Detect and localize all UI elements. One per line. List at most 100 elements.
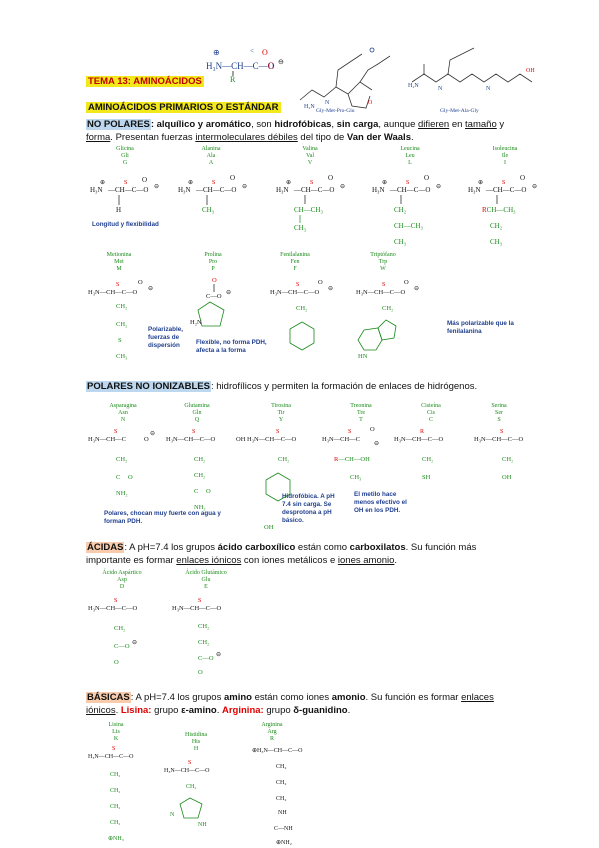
triptofano-structure: H₃N—CH—C—OS O⊖ CH₂ HN	[356, 279, 419, 360]
svg-text:S: S	[188, 760, 191, 766]
svg-text:CH₂: CH₂	[276, 796, 286, 802]
note-metionina: Polarizable, fuerzas de dispersión	[148, 326, 183, 349]
note-prolina: Flexible, no forma PDH, afecta a la form…	[196, 339, 267, 354]
svg-text:R: R	[420, 429, 424, 435]
glutamico-structure: H₃N—CH—C—OS CH₂ CH₂ C—O⊖ O	[172, 598, 222, 676]
svg-text:CH₂: CH₂	[198, 623, 209, 630]
svg-text:C—O: C—O	[206, 293, 222, 300]
svg-text:CH—CH₃: CH—CH₃	[294, 206, 323, 214]
svg-text:CH₃: CH₃	[294, 224, 307, 232]
svg-text:—CH—C—O: —CH—C—O	[195, 186, 236, 194]
metionina-structure: H₃N—CH—C—OS O⊖ CH₂ CH₂ S CH₃	[88, 279, 153, 360]
svg-text:CH₂: CH₂	[110, 804, 120, 810]
svg-text:OH H₃N—CH—C—O: OH H₃N—CH—C—O	[236, 436, 297, 443]
tirosina-structure: OH H₃N—CH—C—OS CH₂ OH	[236, 429, 297, 531]
section-no-polares: NO POLARES: alquílico y aromático, son h…	[86, 119, 505, 143]
note-tirosina: Hidrofóbica. A pH 7.4 sin carga. Se desp…	[282, 493, 335, 524]
svg-text:CH₂: CH₂	[382, 305, 393, 312]
row1-structures: H₃N⊕ —CH—C—OS O⊖ H H₃N⊕ —CH—C—OS O⊖ CH₃ …	[90, 174, 537, 246]
svg-text:CH₂: CH₂	[116, 303, 127, 310]
svg-text:O: O	[268, 61, 275, 71]
basicas-structures: H₃N—CH—C—OS CH₂ CH₂ CH₂ CH₂ ⊕NH₃ H₃N—CH—…	[88, 746, 303, 846]
svg-text:CH₂: CH₂	[198, 639, 209, 646]
svg-text:CH₂: CH₂	[116, 321, 127, 328]
aspartico-structure: H₃N—CH—C—OS CH₂ C—O⊖ O	[88, 598, 138, 666]
svg-text:OH: OH	[526, 68, 535, 74]
arginina-structure: ⊕H₃N—CH—C—OS CH₂ CH₂ CH₂ NH C—NH ⊕NH₂	[252, 746, 303, 846]
svg-text:CH₂: CH₂	[276, 780, 286, 786]
svg-text:O: O	[114, 659, 119, 666]
svg-text:⊕H₃N—CH—C—O: ⊕H₃N—CH—C—O	[252, 748, 303, 754]
svg-text:O: O	[370, 426, 375, 433]
svg-text:H₃N—CH—C—O: H₃N—CH—C—O	[206, 61, 275, 71]
svg-text:⊖: ⊖	[132, 640, 137, 646]
svg-text:<: <	[250, 47, 254, 55]
svg-text:H₃N—CH—C: H₃N—CH—C	[322, 436, 360, 443]
note-triptofano: Más polarizable que la fenilalanina	[447, 320, 514, 335]
svg-text:S: S	[382, 282, 385, 288]
svg-text:H₂N: H₂N	[408, 83, 419, 89]
svg-text:—CH—C—O: —CH—C—O	[485, 186, 526, 194]
svg-text:S: S	[114, 429, 117, 435]
svg-text:S: S	[124, 180, 127, 186]
svg-text:⊖: ⊖	[150, 431, 155, 437]
svg-text:CH₂: CH₂	[116, 456, 127, 463]
histidina-structure: H₃N—CH—C—OS CH₂ N NH	[164, 760, 210, 828]
svg-text:CH₂: CH₂	[110, 820, 120, 826]
svg-text:—CH—C—O: —CH—C—O	[389, 186, 430, 194]
note-treonina: El metilo hace menos efectivo el OH en l…	[354, 491, 407, 514]
svg-text:H₃N: H₃N	[178, 186, 191, 194]
svg-text:O: O	[368, 100, 373, 106]
leucina-structure: H₃N⊕ —CH—C—OS O⊖ CH₂ CH—CH₃ CH₃	[372, 174, 441, 246]
svg-text:⊖: ⊖	[532, 184, 537, 190]
svg-text:OH: OH	[502, 474, 512, 481]
peptide-left-label: Gly-Met-Pro-Glu	[316, 108, 355, 114]
treonina-structure: H₃N—CH—CS O⊖ R—CH—OH CH₃	[322, 426, 379, 481]
svg-text:NH: NH	[198, 822, 207, 828]
svg-text:⊖: ⊖	[154, 184, 159, 190]
acidas-structures: H₃N—CH—C—OS CH₂ C—O⊖ O H₃N—CH—C—OS CH₂ C…	[88, 598, 222, 676]
svg-text:⊖: ⊖	[328, 286, 333, 292]
svg-text:OH: OH	[264, 524, 274, 531]
svg-text:—CH—C—O: —CH—C—O	[107, 186, 148, 194]
svg-text:⊕NH₂: ⊕NH₂	[276, 840, 292, 846]
valina-structure: H₃N⊕ —CH—C—OS O⊖ CH—CH₃ CH₃	[276, 174, 345, 232]
svg-text:H₃N—CH—C—O: H₃N—CH—C—O	[270, 289, 320, 296]
svg-text:⊕: ⊕	[286, 180, 291, 186]
svg-text:⊖: ⊖	[436, 184, 441, 190]
section-lead: BÁSICAS	[86, 692, 131, 703]
section-lead: ÁCIDAS	[86, 542, 125, 553]
svg-text:S: S	[212, 180, 215, 186]
svg-text:C: C	[194, 488, 198, 495]
svg-text:⊕: ⊕	[382, 180, 387, 186]
svg-text:CH₃: CH₃	[350, 474, 361, 481]
svg-text:CH₃: CH₃	[116, 353, 127, 360]
svg-text:⊕: ⊕	[213, 48, 220, 57]
svg-text:CH₂: CH₂	[394, 206, 407, 214]
svg-text:⊖: ⊖	[414, 286, 419, 292]
svg-text:H₃N—CH—C—O: H₃N—CH—C—O	[166, 436, 216, 443]
svg-text:⊕: ⊕	[100, 180, 105, 186]
svg-text:SH: SH	[422, 474, 431, 481]
svg-text:N: N	[438, 86, 443, 92]
svg-text:⊕: ⊕	[188, 180, 193, 186]
svg-text:C—O: C—O	[114, 643, 130, 650]
svg-text:H₃N—CH—C: H₃N—CH—C	[88, 436, 126, 443]
tetrapeptide-left: O N H₂N	[299, 47, 391, 110]
svg-text:H₃N: H₃N	[372, 186, 385, 194]
svg-text:O: O	[198, 669, 203, 676]
page-title: TEMA 13: AMINOÁCIDOS	[86, 71, 204, 89]
svg-text:CH₂: CH₂	[110, 788, 120, 794]
section-polares: POLARES NO IONIZABLES: hidrofílicos y pe…	[86, 381, 478, 392]
svg-text:R: R	[230, 75, 236, 84]
